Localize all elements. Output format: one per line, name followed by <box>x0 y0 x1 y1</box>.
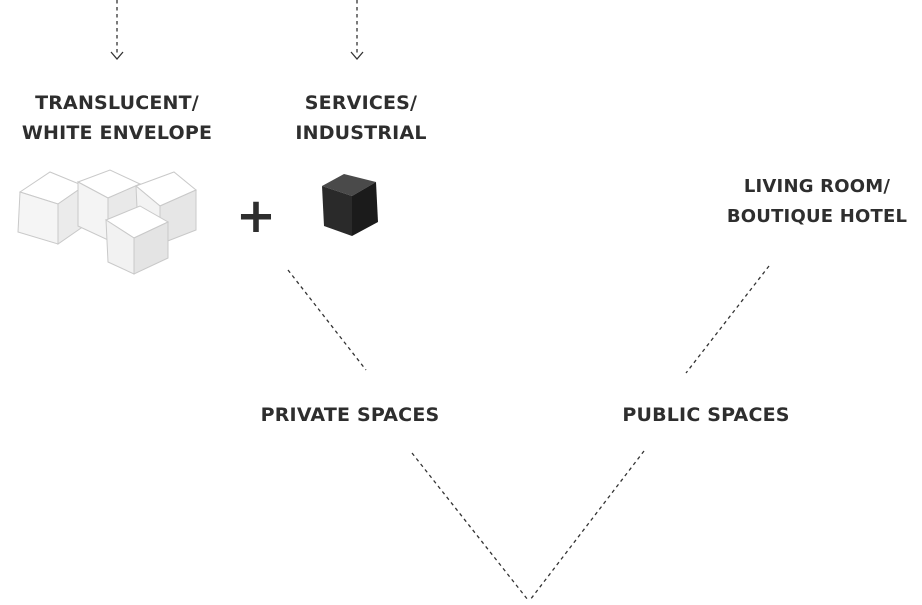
private-spaces-label: PRIVATE SPACES <box>260 404 440 426</box>
plus-sign: + <box>235 188 277 244</box>
arrowhead-left <box>110 51 124 60</box>
white-cubes-icon <box>17 169 197 275</box>
line-public-to-bottom <box>529 450 645 601</box>
line-to-public <box>685 265 770 374</box>
translucent-line-2: WHITE ENVELOPE <box>21 122 213 144</box>
line-private-to-bottom <box>411 452 529 601</box>
public-spaces-label: PUBLIC SPACES <box>622 404 790 426</box>
arrowhead-right <box>350 51 364 60</box>
line-to-private <box>287 269 367 371</box>
translucent-line-1: TRANSLUCENT/ <box>35 92 199 114</box>
black-cube-icon <box>322 174 378 236</box>
services-line-2: INDUSTRIAL <box>295 122 427 144</box>
translucent-white-envelope-label: TRANSLUCENT/ WHITE ENVELOPE <box>0 88 234 148</box>
living-line-2: BOUTIQUE HOTEL <box>726 206 908 227</box>
living-room-boutique-hotel-label: LIVING ROOM/ BOUTIQUE HOTEL <box>712 172 922 232</box>
living-line-1: LIVING ROOM/ <box>743 176 891 197</box>
services-line-1: SERVICES/ <box>304 92 418 114</box>
services-industrial-label: SERVICES/ INDUSTRIAL <box>276 88 446 148</box>
